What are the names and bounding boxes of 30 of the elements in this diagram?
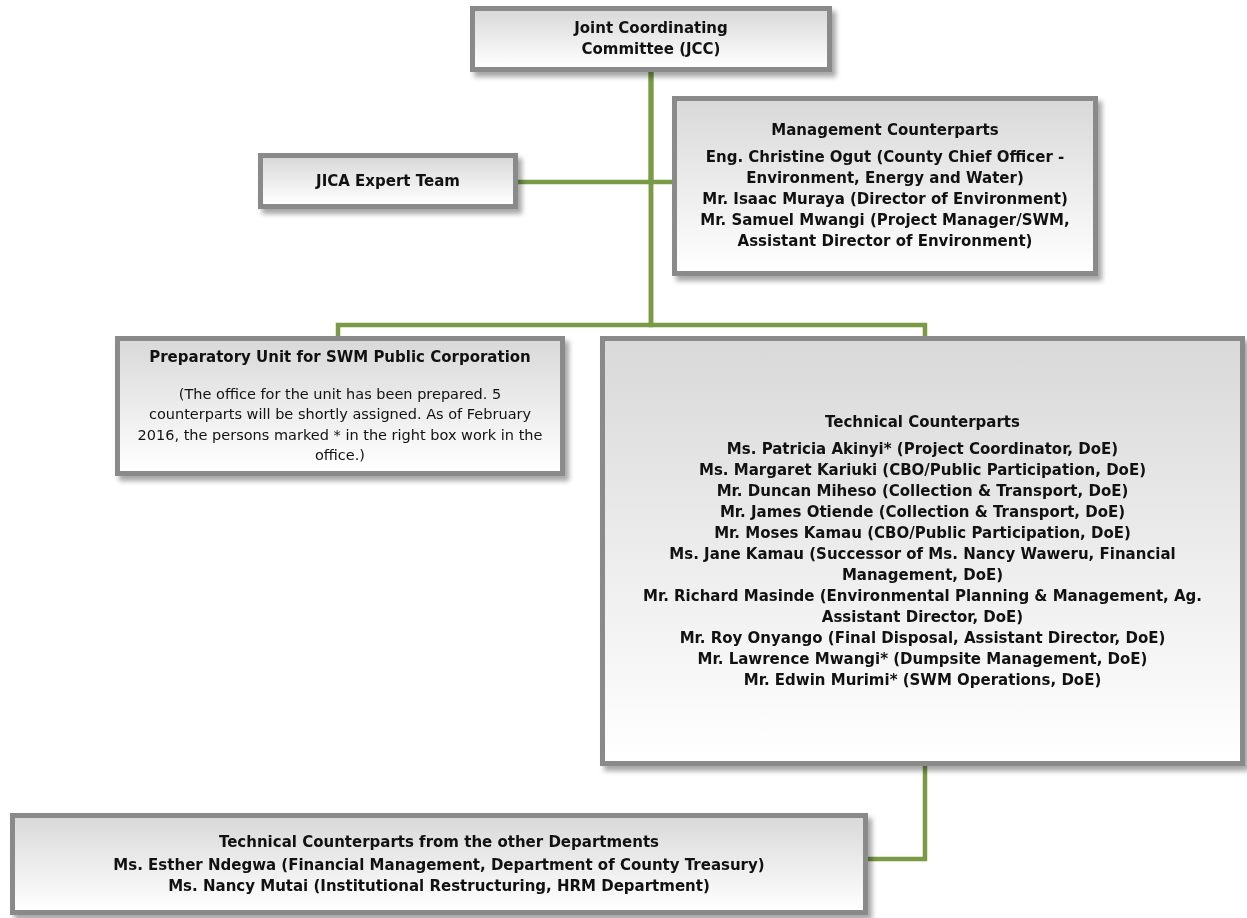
member-entry: Mr. Lawrence Mwangi* (Dumpsite Management, DoE) <box>697 648 1148 670</box>
box-heading: Management Counterparts <box>771 120 999 141</box>
member-entry: Mr. Isaac Muraya (Director of Environment) <box>702 189 1068 210</box>
org-box <box>470 6 832 72</box>
member-entry: Mr. Moses Kamau (CBO/Public Participation, DoE) <box>714 522 1131 544</box>
box-title: JICA Expert Team <box>316 170 460 192</box>
org-box <box>10 813 868 915</box>
box-heading: Technical Counterparts <box>825 411 1020 433</box>
org-box <box>672 96 1098 276</box>
member-entry: Ms. Patricia Akinyi* (Project Coordinator, DoE) <box>726 438 1119 460</box>
member-entry: Mr. Duncan Miheso (Collection & Transport, DoE) <box>716 480 1129 502</box>
member-entry: Mr. Edwin Murimi* (SWM Operations, DoE) <box>743 669 1102 691</box>
member-entry: Mr. Roy Onyango (Final Disposal, Assistant Director, DoE) <box>679 627 1166 649</box>
member-entry: Ms. Esther Ndegwa (Financial Management, Department of County Treasury) <box>113 854 765 876</box>
member-entry: Eng. Christine Ogut (County Chief Officer - Environment, Energy and Water) <box>704 147 1066 189</box>
member-entry: Mr. James Otiende (Collection & Transport, DoE) <box>719 501 1126 523</box>
member-entry: Ms. Margaret Kariuki (CBO/Public Participation, DoE) <box>698 459 1147 481</box>
org-box <box>600 336 1245 766</box>
org-box <box>115 336 565 476</box>
note-text: (The office for the unit has been prepared. 5 counterparts will be shortly assigned. As of February 2016, the persons marked * in the right box work in the office.) <box>136 384 544 465</box>
box-title: Joint Coordinating Committee (JCC) <box>572 18 729 60</box>
member-entry: Mr. Richard Masinde (Environmental Planning & Management, Ag. Assistant Director, DoE) <box>641 585 1204 628</box>
member-entry: Mr. Samuel Mwangi (Project Manager/SWM, Assistant Director of Environment) <box>699 210 1071 252</box>
connector-line <box>868 766 928 862</box>
box-heading: Preparatory Unit for SWM Public Corporation <box>149 346 531 368</box>
org-box <box>258 153 518 209</box>
member-entry: Ms. Nancy Mutai (Institutional Restructuring, HRM Department) <box>168 875 710 897</box>
member-entry: Ms. Jane Kamau (Successor of Ms. Nancy Waweru, Financial Management, DoE) <box>668 543 1177 586</box>
connector-line <box>648 72 928 336</box>
box-heading: Technical Counterparts from the other Departments <box>218 831 660 853</box>
